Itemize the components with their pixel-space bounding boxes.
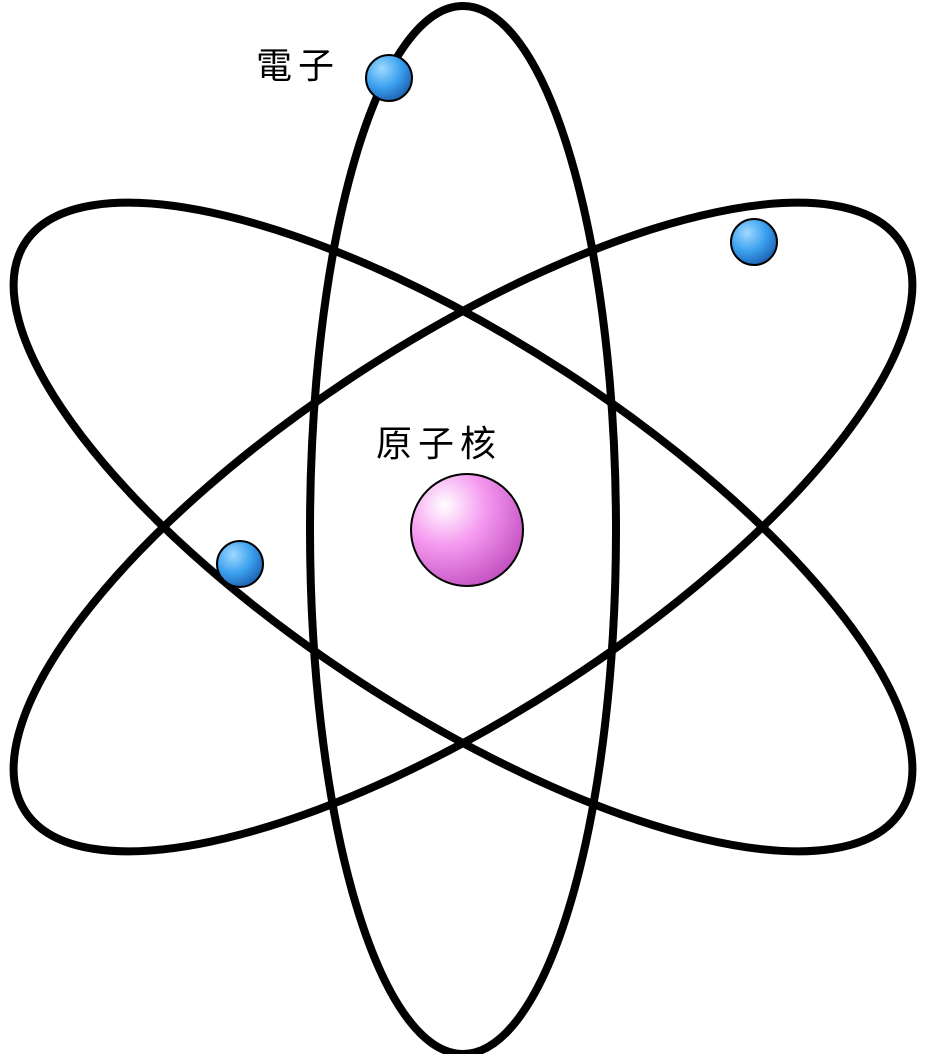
orbit-vertical: [306, 2, 620, 1054]
nucleus: [410, 473, 524, 587]
electron-right: [730, 218, 778, 266]
electron-left: [216, 540, 264, 588]
orbit-diagonal-up: [9, 198, 917, 856]
electron-label: 電子: [256, 46, 340, 87]
orbit-diagonal-down: [9, 198, 917, 856]
electron-top: [365, 54, 413, 102]
nucleus-label: 原子核: [376, 424, 502, 465]
